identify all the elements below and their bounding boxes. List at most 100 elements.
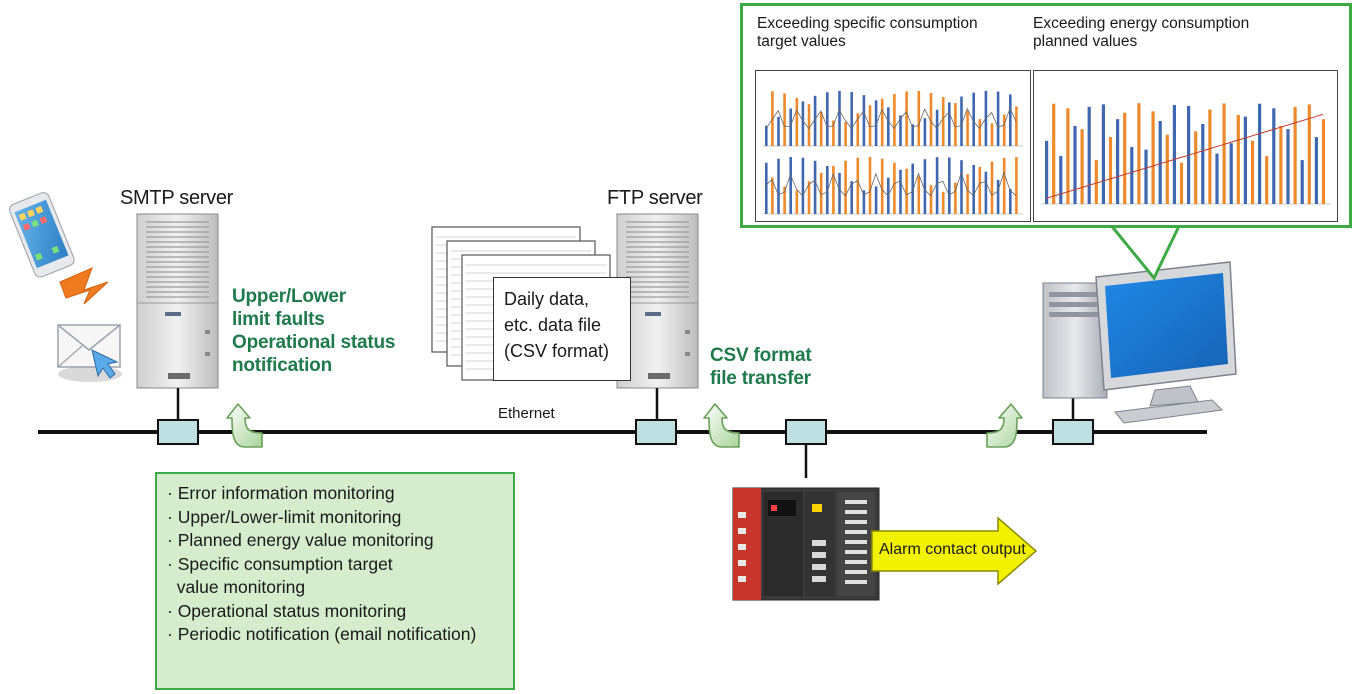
- thumb-bar: [941, 97, 945, 146]
- thumb-bar: [880, 158, 884, 214]
- thumb-bar: [1279, 125, 1283, 204]
- data-file-line: (CSV format): [504, 341, 610, 361]
- thumb-bar: [954, 182, 957, 214]
- lightning-icon: [59, 267, 109, 305]
- thumb-bar: [850, 181, 853, 214]
- thumb-bar: [880, 98, 884, 146]
- thumb-line: [765, 107, 1017, 130]
- thumb-bar: [868, 157, 872, 214]
- thumb-bar: [771, 177, 774, 214]
- thumb-bar: [954, 103, 957, 146]
- data-file-line: etc. data file: [504, 315, 602, 335]
- thumb-bar: [1194, 131, 1198, 204]
- cursor-icon: [91, 349, 119, 379]
- transfer-arrows: [226, 403, 1023, 448]
- thumb-bar: [838, 172, 841, 214]
- thumb-bar: [1179, 162, 1184, 204]
- chart-thumbnail-right: [1033, 70, 1338, 222]
- thumb-bar: [856, 113, 860, 146]
- thumb-bar: [789, 108, 792, 146]
- thumb-bar: [972, 165, 975, 214]
- thumb-bar: [929, 185, 933, 214]
- thumb-bar: [813, 160, 817, 214]
- thumb-bar: [911, 163, 914, 214]
- thumb-bar: [1258, 103, 1262, 204]
- thumb-bar: [1286, 129, 1290, 204]
- notification-line: notification: [232, 355, 332, 376]
- thumb-bar: [1300, 160, 1304, 204]
- thumb-bar: [948, 102, 951, 146]
- monitoring-item: · Periodic notification (email notificat…: [167, 624, 477, 644]
- thumb-line: [1045, 113, 1324, 199]
- thumb-bar: [1002, 114, 1006, 146]
- thumb-bar: [801, 101, 805, 146]
- thumb-bar: [765, 125, 768, 146]
- thumb-bar: [1236, 114, 1240, 204]
- network-connectors: [157, 419, 1094, 445]
- thumb-bar: [923, 118, 927, 146]
- thumb-bar: [978, 166, 982, 214]
- thumb-bar: [1130, 147, 1134, 204]
- thumb-bar: [819, 172, 823, 214]
- thumb-bar: [893, 94, 896, 146]
- file-transfer-line: file transfer: [710, 368, 811, 389]
- thumb-bar: [1165, 134, 1169, 204]
- thumb-bar: [1045, 140, 1049, 204]
- thumb-bar: [899, 169, 902, 214]
- thumb-bar: [1265, 156, 1269, 204]
- thumb-bar: [960, 160, 963, 214]
- smtp-server-label: SMTP server: [120, 187, 234, 209]
- thumb-bar: [1015, 106, 1018, 146]
- thumb-bar: [1172, 104, 1176, 204]
- thumb-bar: [1293, 106, 1297, 204]
- thumb-bar: [819, 111, 823, 146]
- thumb-bar: [1137, 103, 1141, 204]
- monitoring-functions-box: · Error information monitoring · Upper/L…: [155, 472, 515, 690]
- ftp-server-label: FTP server: [607, 187, 703, 209]
- thumb-bar: [783, 186, 786, 214]
- thumb-bar: [911, 124, 914, 146]
- thumb-bar: [1229, 143, 1233, 204]
- thumb-bar: [777, 116, 780, 146]
- thumb-bar: [905, 168, 908, 214]
- thumb-bar: [972, 92, 975, 146]
- thumb-bar: [996, 179, 1000, 214]
- thumb-bar: [850, 91, 853, 146]
- monitoring-item: · Specific consumption target: [167, 553, 393, 574]
- notification-line: Upper/Lower: [232, 286, 346, 307]
- thumb-bar: [990, 123, 994, 146]
- thumb-bar: [1208, 109, 1212, 204]
- thumb-bar: [826, 165, 829, 214]
- thumb-bar: [813, 95, 817, 146]
- data-file-line: Daily data,: [504, 289, 590, 309]
- callout-pointer: [1108, 223, 1182, 281]
- thumb-bar: [923, 159, 927, 214]
- thumb-bar: [1243, 116, 1247, 204]
- thumb-bar: [1123, 112, 1127, 204]
- notification-line: limit faults: [232, 309, 325, 330]
- thumb-bar: [868, 105, 872, 146]
- callout-right-title-line: planned values: [1033, 33, 1138, 50]
- thumb-bar: [795, 97, 799, 146]
- thumb-bar: [935, 157, 939, 214]
- notification-line: Operational status: [232, 332, 396, 353]
- callout-left-title-line: target values: [757, 33, 846, 50]
- thumb-bar: [771, 91, 774, 146]
- thumb-bar: [826, 92, 829, 146]
- thumb-bar: [1116, 119, 1120, 204]
- thumb-bar: [874, 100, 878, 146]
- thumb-bar: [948, 157, 951, 214]
- thumb-bar: [1087, 106, 1091, 204]
- monitoring-item: · Operational status monitoring: [167, 600, 407, 621]
- thumb-bar: [1052, 103, 1056, 204]
- callout-box: Exceeding specific consumption target va…: [740, 3, 1352, 228]
- thumb-bar: [1222, 103, 1226, 204]
- thumb-bar: [789, 157, 792, 214]
- thumb-bar: [887, 107, 890, 146]
- thumb-bar: [899, 115, 902, 146]
- monitoring-item: · Planned energy value monitoring: [167, 530, 434, 550]
- thumb-bar: [996, 91, 1000, 146]
- thumb-bar: [1201, 123, 1205, 204]
- thumb-bar: [832, 165, 835, 214]
- thumb-bar: [941, 191, 945, 214]
